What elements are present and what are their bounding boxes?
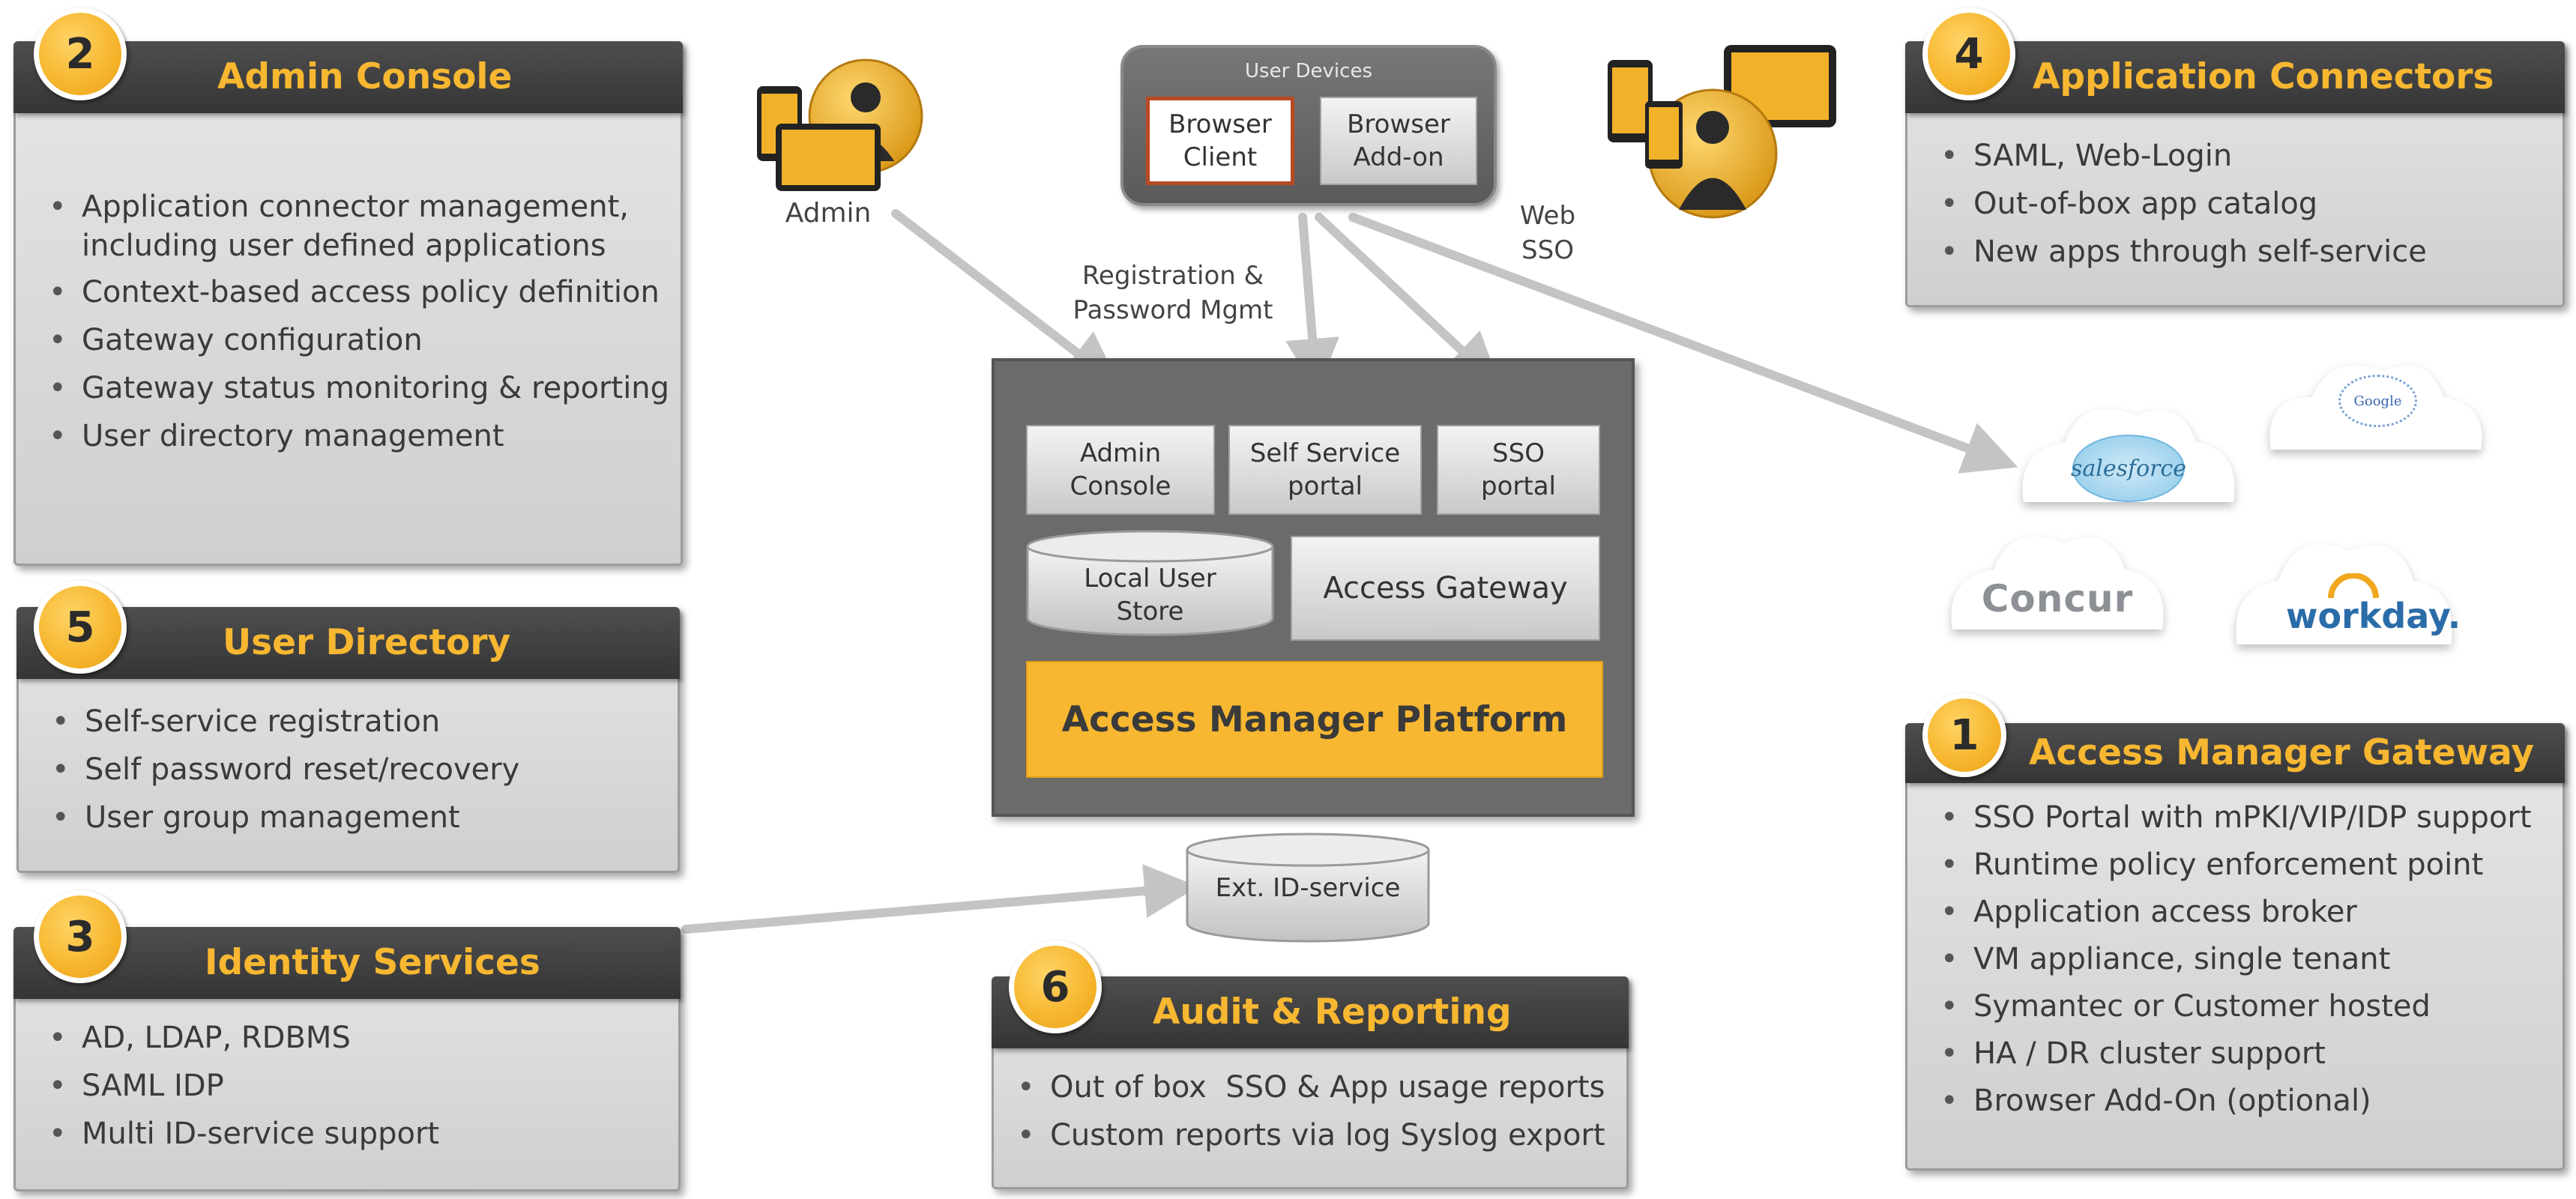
list-item: User group management [43, 797, 672, 839]
feature-list: Self-service registration Self password … [43, 701, 672, 845]
workday-logo-text: workday. [2286, 596, 2461, 636]
list-item: SSO Portal with mPKI/VIP/IDP support [1931, 797, 2565, 839]
list-item: Out of box SSO & App usage reports [1008, 1066, 1623, 1108]
list-item: AD, LDAP, RDBMS [40, 1017, 669, 1059]
panel-header [16, 607, 680, 679]
number-badge: 6 [1009, 940, 1102, 1033]
panel-title: Access Manager Gateway [2029, 732, 2534, 773]
panel-title: User Directory [223, 622, 511, 663]
salesforce-logo-text: salesforce [2070, 455, 2187, 482]
number-badge: 5 [34, 581, 127, 674]
list-item: Symantec or Customer hosted [1931, 985, 2565, 1027]
ext-id-service-label: Ext. ID-service [1215, 873, 1401, 903]
list-item: HA / DR cluster support [1931, 1033, 2565, 1075]
list-item: SAML IDP [40, 1065, 669, 1107]
access-manager-gateway-panel: Access Manager Gateway SSO Portal with m… [1905, 723, 2565, 1171]
google-logo-text: Google [2353, 393, 2402, 409]
cloud-apps: salesforce Google Concur workday. [1941, 330, 2526, 659]
number-badge: 1 [1922, 693, 2006, 777]
access-manager-platform-title: Access Manager Platform [1026, 661, 1603, 778]
arrow-devices-to-sso [1315, 213, 1501, 387]
ext-id-service-db [1186, 833, 1430, 943]
admin-console-panel: Admin Console Application connector mana… [13, 41, 683, 566]
list-item: Self-service registration [43, 701, 672, 743]
arrow-devices-to-selfservice [1285, 213, 1340, 393]
web-sso-label: Web SSO [1519, 201, 1576, 265]
panel-title: Identity Services [205, 942, 540, 983]
access-gateway-module: Access Gateway [1291, 536, 1600, 641]
identity-services-panel: Identity Services AD, LDAP, RDBMS SAML I… [13, 927, 681, 1192]
concur-logo: Concur [1981, 577, 2134, 620]
audit-reporting-panel: Audit & Reporting Out of box SSO & App u… [992, 976, 1629, 1189]
list-item: Context-based access policy definition [40, 271, 669, 313]
panel-title: Admin Console [217, 56, 513, 97]
arrow-admin-to-console [891, 209, 1120, 386]
browser-client: Browser Client [1146, 97, 1294, 185]
feature-list: Application connector management, includ… [40, 187, 669, 463]
number-badge: 2 [34, 7, 127, 100]
google-logo: Google [2338, 375, 2417, 427]
number-badge: 4 [1922, 7, 2015, 100]
list-item: Application connector management, includ… [40, 187, 669, 265]
user-devices-icon [1608, 45, 1836, 219]
list-item: Self password reset/recovery [43, 749, 672, 791]
panel-header [1905, 723, 2565, 783]
arrow-identity-to-extid [681, 864, 1198, 934]
sso-portal-module: SSO portal [1437, 425, 1600, 515]
arrow-devices-to-cloud [1348, 213, 2018, 474]
feature-list: AD, LDAP, RDBMS SAML IDP Multi ID-servic… [40, 1017, 669, 1161]
user-devices-title: User Devices [1245, 60, 1372, 82]
list-item: Application access broker [1931, 891, 2565, 933]
list-item: Gateway configuration [40, 319, 669, 361]
list-item: Custom reports via log Syslog export [1008, 1114, 1623, 1156]
self-service-portal-module: Self Service portal [1228, 425, 1422, 515]
list-item: SAML, Web-Login [1931, 135, 2554, 177]
local-user-store-db [1026, 530, 1274, 636]
salesforce-logo: salesforce [2070, 435, 2187, 502]
list-item: Gateway status monitoring & reporting [40, 367, 669, 409]
admin-user-icon [757, 58, 923, 191]
feature-list: SSO Portal with mPKI/VIP/IDP support Run… [1931, 797, 2565, 1127]
list-item: VM appliance, single tenant [1931, 938, 2565, 980]
feature-list: SAML, Web-Login Out-of-box app catalog N… [1931, 135, 2554, 279]
access-manager-platform-box: Admin Console Self Service portal SSO po… [992, 358, 1635, 817]
list-item: Browser Add-On (optional) [1931, 1080, 2565, 1122]
list-item: Multi ID-service support [40, 1113, 669, 1155]
admin-console-module: Admin Console [1026, 425, 1215, 515]
browser-addon: Browser Add-on [1320, 97, 1477, 185]
user-devices-box: User Devices Browser Client Browser Add-… [1120, 45, 1497, 206]
workday-logo: workday. [2286, 570, 2461, 644]
cloud-shapes [1951, 365, 2482, 644]
list-item: New apps through self-service [1931, 231, 2554, 273]
list-item: Runtime policy enforcement point [1931, 844, 2565, 886]
number-badge: 3 [34, 890, 127, 983]
list-item: Out-of-box app catalog [1931, 183, 2554, 225]
workday-arc-icon [2328, 573, 2379, 599]
feature-list: Out of box SSO & App usage reports Custo… [1008, 1066, 1623, 1162]
registration-label: Registration & Password Mgmt [1073, 261, 1273, 325]
admin-label: Admin [785, 198, 872, 229]
user-directory-panel: User Directory Self-service registration… [16, 607, 680, 873]
panel-title: Application Connectors [2033, 56, 2494, 97]
local-user-store-label: Local User Store [1084, 564, 1216, 626]
list-item: User directory management [40, 415, 669, 457]
panel-title: Audit & Reporting [1153, 991, 1512, 1033]
